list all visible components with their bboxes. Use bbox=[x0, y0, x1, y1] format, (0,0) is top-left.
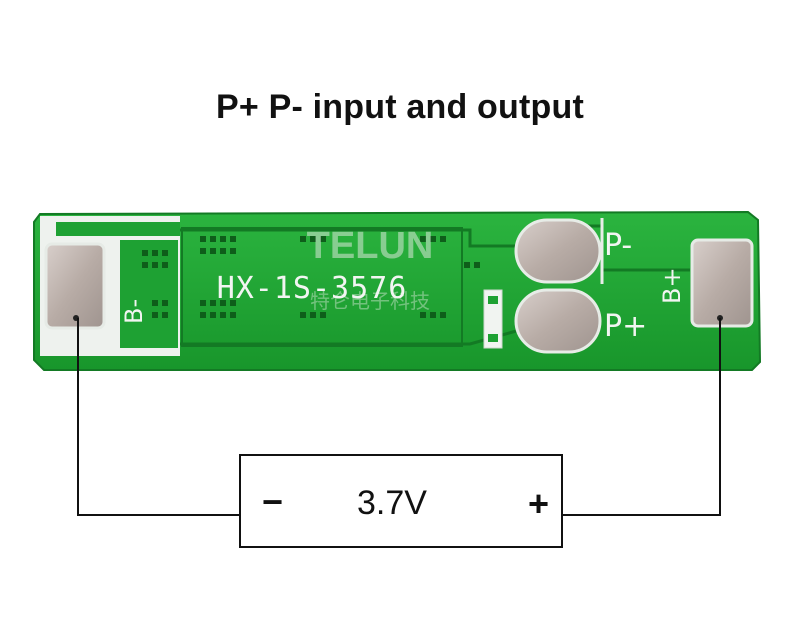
p-minus-pad bbox=[514, 218, 602, 284]
diagram-title: P+ P- input and output bbox=[216, 88, 584, 126]
b-minus-pad bbox=[44, 242, 106, 330]
p-plus-label: P+ bbox=[604, 309, 647, 344]
battery-voltage-label: 3.7V bbox=[357, 484, 427, 522]
b-plus-label: B+ bbox=[658, 267, 686, 304]
watermark-brand: TELUN bbox=[307, 225, 434, 267]
board-model-label: HX-1S-3576 bbox=[217, 271, 408, 306]
battery-outline bbox=[239, 454, 563, 548]
positive-wire bbox=[562, 318, 721, 516]
b-plus-pad bbox=[690, 238, 754, 328]
b-minus-label: B- bbox=[120, 299, 148, 324]
via-array bbox=[142, 236, 480, 318]
wiring bbox=[77, 318, 721, 516]
watermark-subtitle: 特仑电子科技 bbox=[310, 289, 430, 313]
p-minus-label: P- bbox=[604, 228, 632, 263]
battery-plus-sign: + bbox=[528, 483, 549, 524]
battery-cell: − 3.7V + bbox=[239, 454, 563, 548]
negative-wire bbox=[77, 318, 240, 516]
p-plus-pad bbox=[514, 288, 602, 354]
pcb-board: TELUN 特仑电子科技 HX-1S-3576 P- P+ B- B+ bbox=[33, 210, 762, 371]
smd-component bbox=[483, 289, 503, 349]
battery-minus-sign: − bbox=[262, 481, 283, 522]
